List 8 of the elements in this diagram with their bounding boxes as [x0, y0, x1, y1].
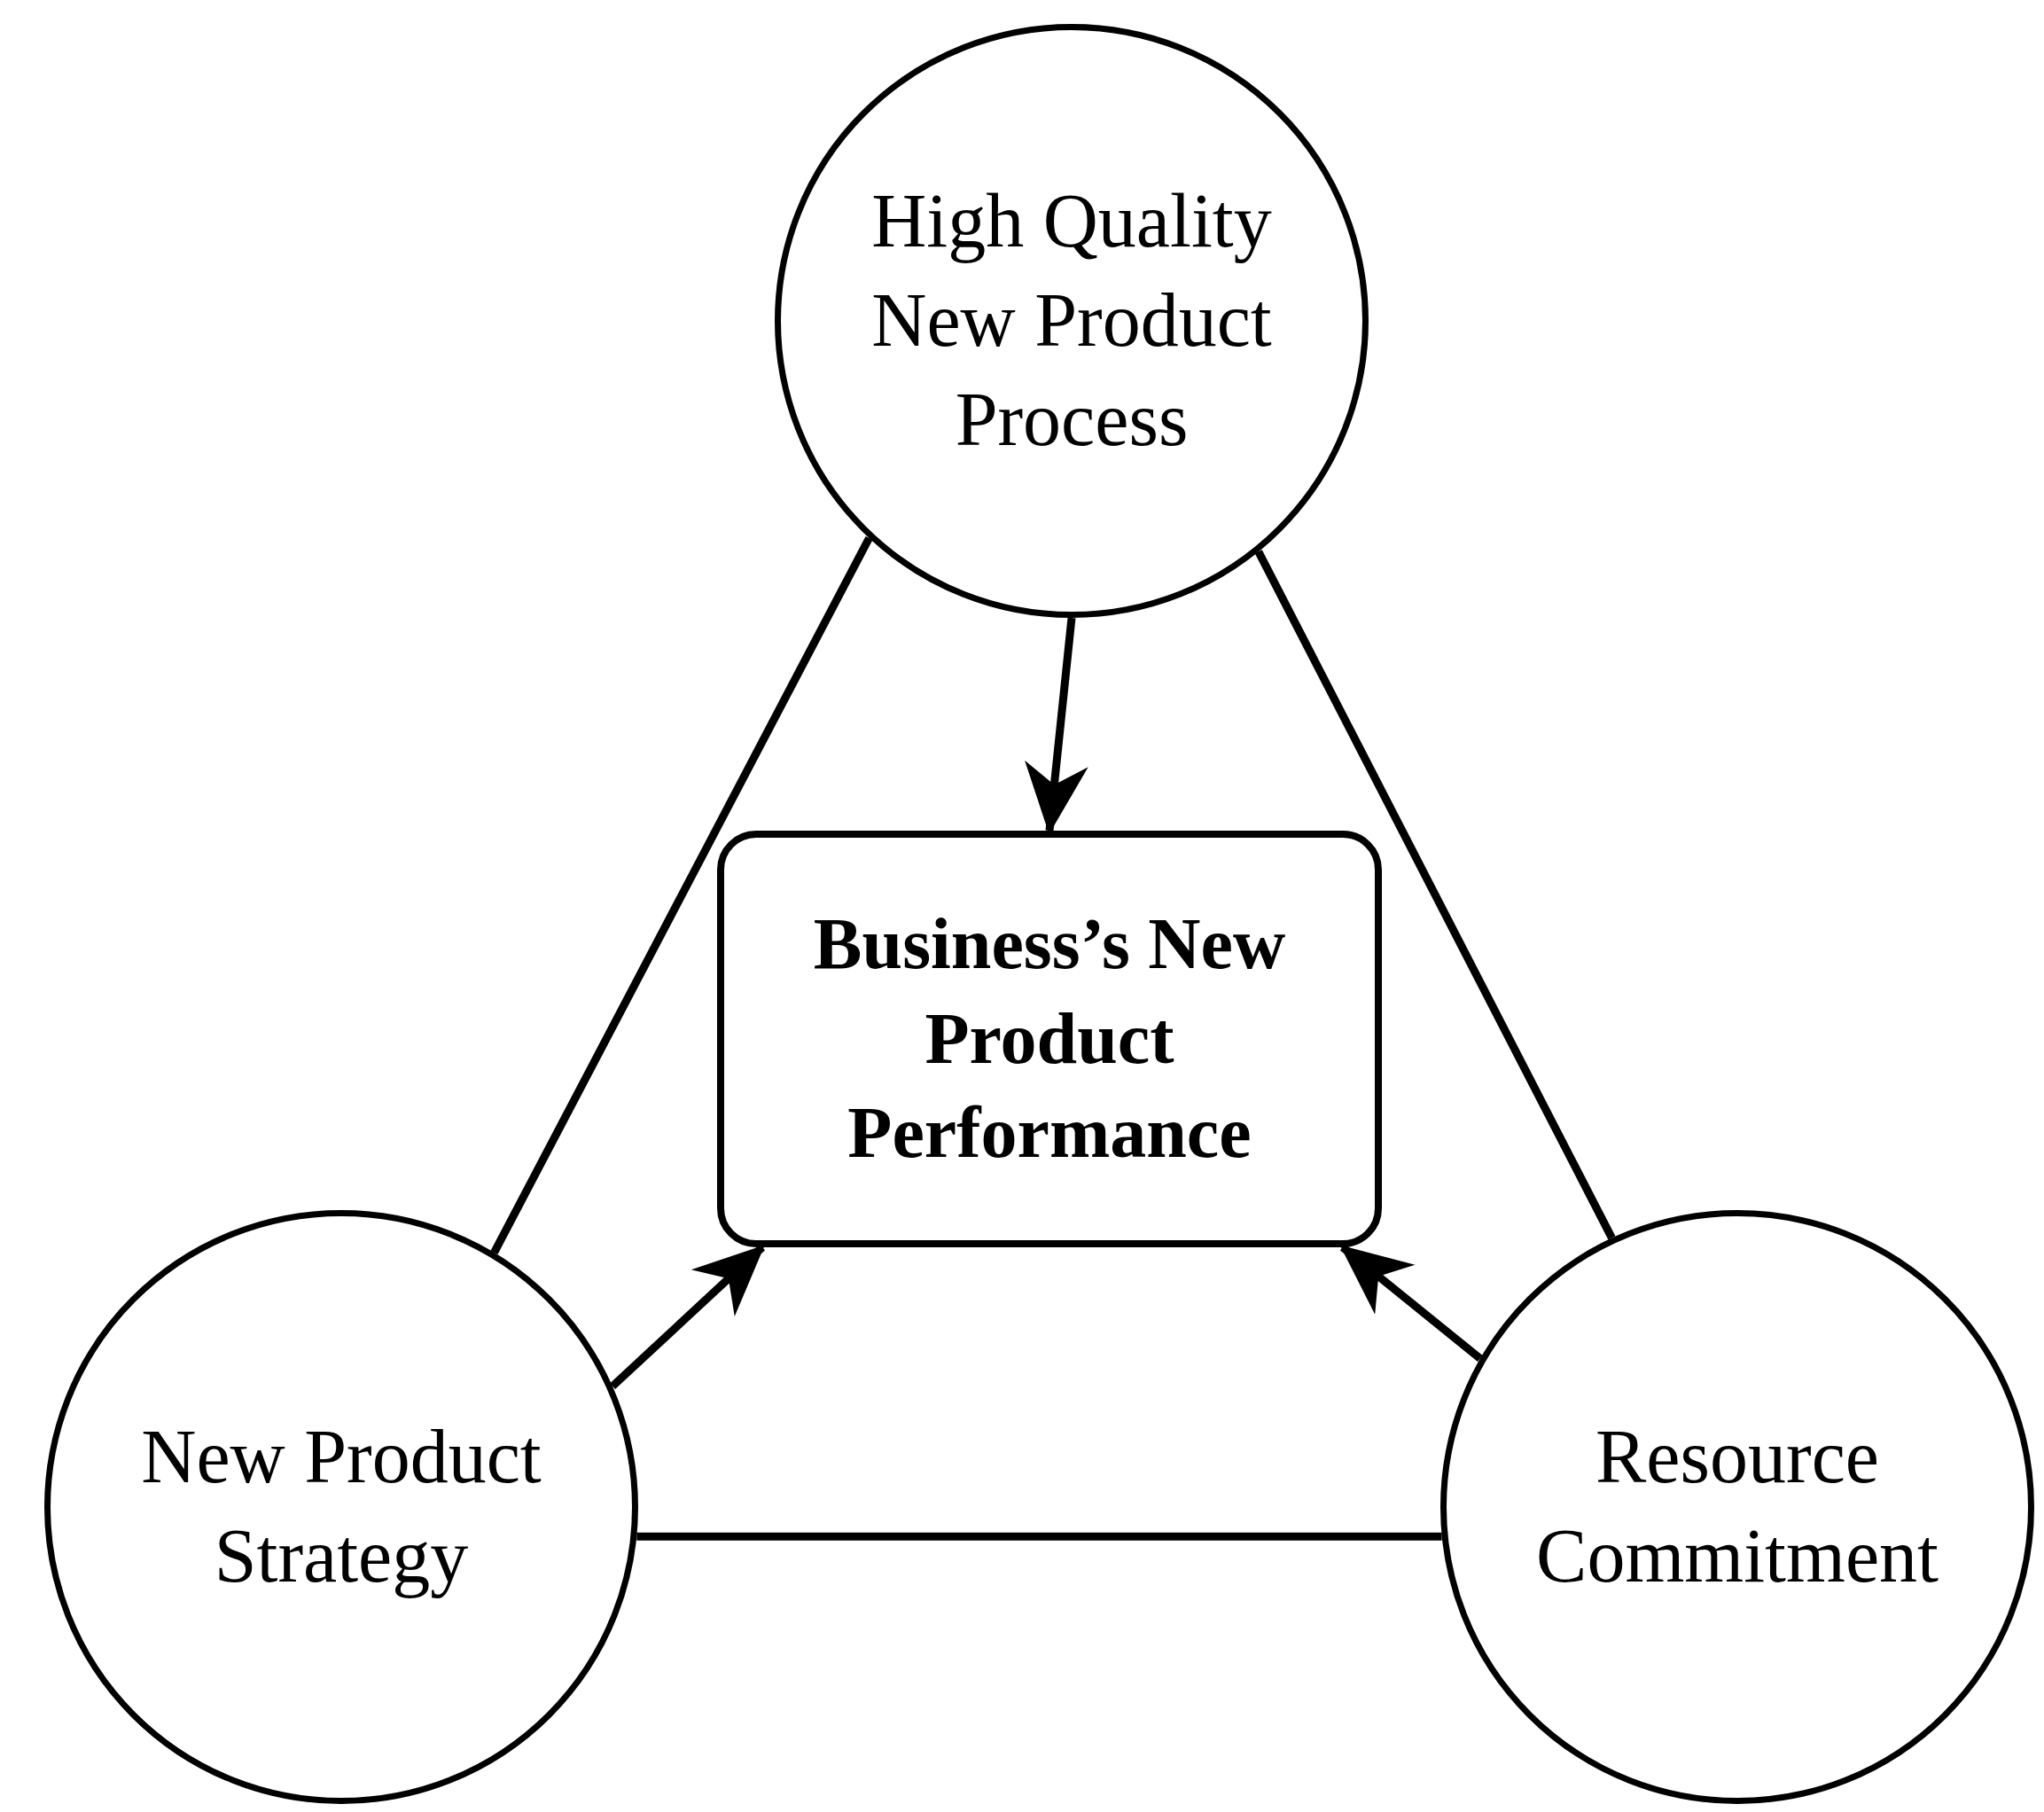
node-label: Business’s New Product Performance — [812, 902, 1287, 1175]
rounded-box — [717, 831, 1382, 1247]
connector-line — [490, 535, 873, 1254]
node-label: High Quality New Product Process — [870, 177, 1273, 464]
node-label: New Product Strategy — [140, 1413, 542, 1600]
connector-line — [1254, 550, 1616, 1240]
node-label: Resource Commitment — [1535, 1413, 1939, 1600]
connector-line — [636, 1532, 1442, 1541]
